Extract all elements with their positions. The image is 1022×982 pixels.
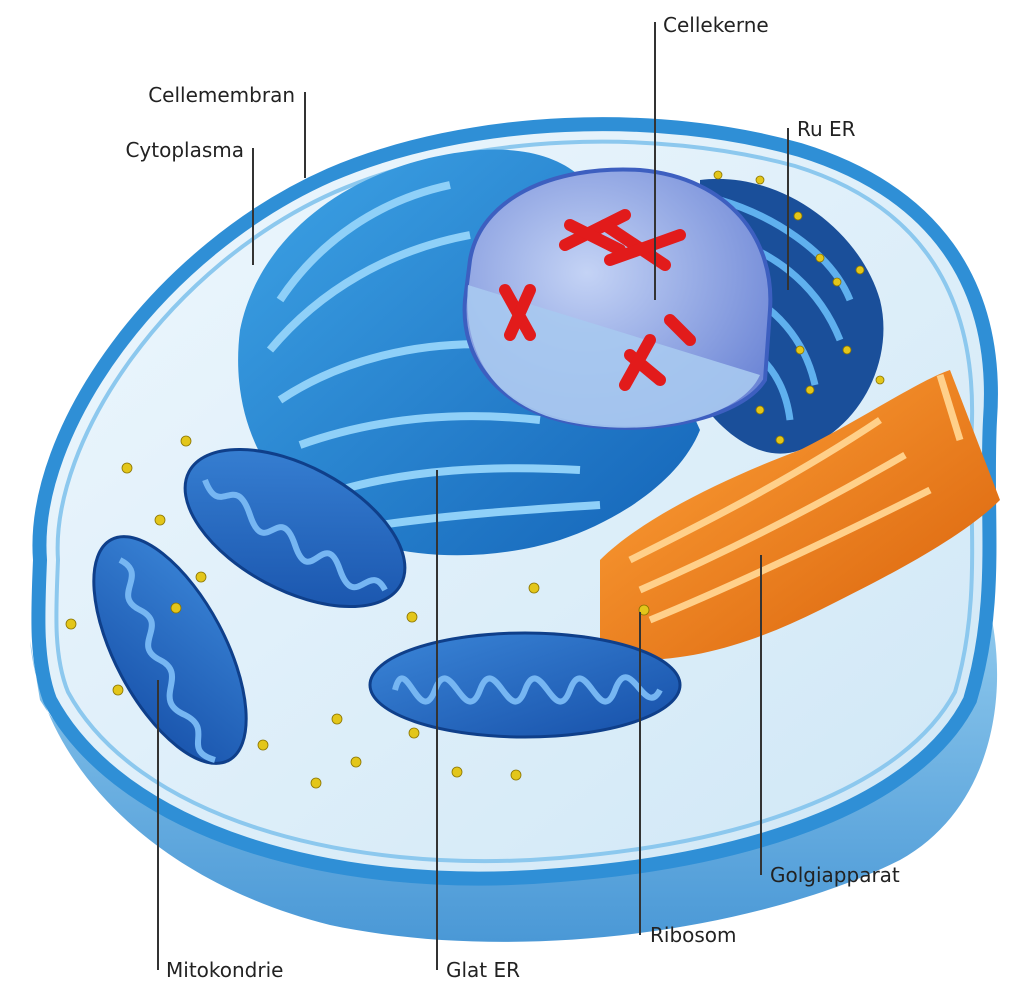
label-golgiapparat: Golgiapparat	[770, 863, 900, 887]
label-glat-er: Glat ER	[446, 958, 520, 982]
label-mitokondrie: Mitokondrie	[166, 958, 283, 982]
label-cellekerne: Cellekerne	[663, 13, 769, 37]
label-ru-er: Ru ER	[797, 117, 856, 141]
label-cellemembran: Cellemembran	[148, 83, 295, 107]
nucleus	[465, 170, 771, 428]
label-ribosom: Ribosom	[650, 923, 737, 947]
label-cytoplasma: Cytoplasma	[125, 138, 244, 162]
mitochondrion-3	[370, 633, 680, 737]
